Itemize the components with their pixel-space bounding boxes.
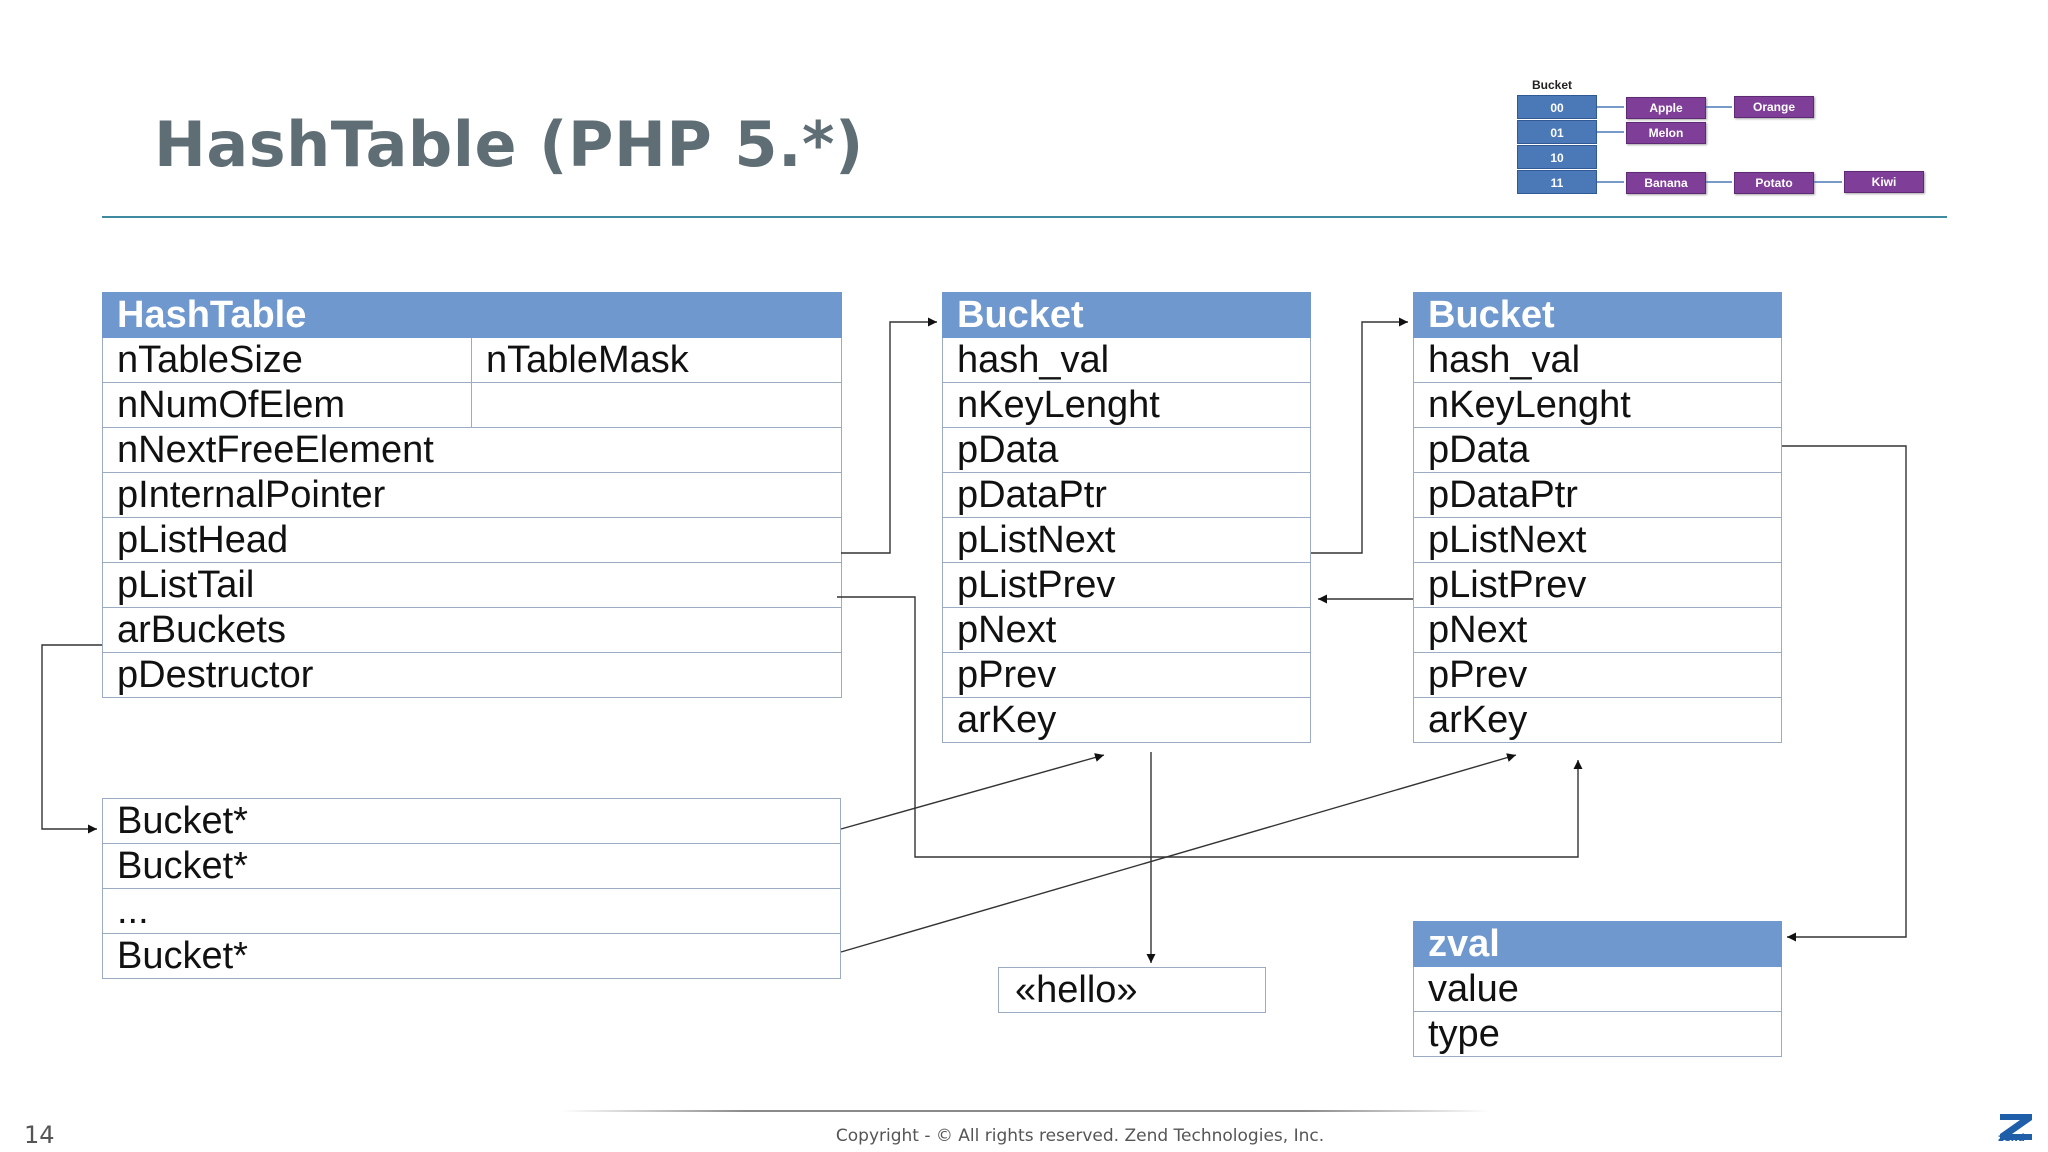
bucket-2-pprev: pPrev xyxy=(1413,652,1782,698)
bucket-2-arkey: arKey xyxy=(1413,697,1782,743)
bucket-2-plistprev: pListPrev xyxy=(1413,562,1782,608)
zval-struct: zval value type xyxy=(1413,921,1782,1057)
plisttail-arrow xyxy=(837,596,1583,858)
mini-item-apple: Apple xyxy=(1626,97,1706,119)
bucket-pointer-2-arrow xyxy=(840,753,1517,953)
bucket-pointer-row: Bucket* xyxy=(102,933,841,979)
bucket-pointer-array: Bucket* Bucket* ... Bucket* xyxy=(102,798,841,979)
plisthead-arrow xyxy=(841,317,937,554)
zval-header: zval xyxy=(1413,921,1782,967)
bucket-1-arkey: arKey xyxy=(942,697,1311,743)
mini-item-orange: Orange xyxy=(1734,96,1814,118)
arbuckets-arrow xyxy=(41,644,102,834)
copyright-text: Copyright - © All rights reserved. Zend … xyxy=(835,1126,1325,1146)
footer-divider xyxy=(560,1110,1490,1112)
zval-value: value xyxy=(1413,966,1782,1012)
field-pinternalpointer: pInternalPointer xyxy=(101,472,843,518)
bucket-1-pdata: pData xyxy=(942,427,1311,473)
slide-title: HashTable (PHP 5.*) xyxy=(154,108,864,181)
mini-bucket-00: 00 xyxy=(1517,95,1597,119)
field-plisthead: pListHead xyxy=(101,517,843,563)
bucket-struct-2: Bucket hash_val nKeyLenght pData pDataPt… xyxy=(1413,292,1782,743)
mini-diagram-arrows xyxy=(1597,106,1842,183)
field-pdestructor: pDestructor xyxy=(101,652,843,698)
mini-item-kiwi: Kiwi xyxy=(1844,171,1924,193)
field-plisttail: pListTail xyxy=(101,562,843,608)
bucket-2-hash-val: hash_val xyxy=(1413,337,1782,383)
bucket-pointer-1-arrow xyxy=(840,753,1105,830)
bucket-2-nkeylenght: nKeyLenght xyxy=(1413,382,1782,428)
empty-cell xyxy=(470,382,843,428)
bucket-struct-1: Bucket hash_val nKeyLenght pData pDataPt… xyxy=(942,292,1311,743)
mini-diagram-label: Bucket xyxy=(1532,78,1573,92)
mini-item-melon: Melon xyxy=(1626,122,1706,144)
mini-bucket-11: 11 xyxy=(1517,170,1597,194)
mini-item-potato: Potato xyxy=(1734,172,1814,194)
field-arbuckets: arBuckets xyxy=(101,607,843,653)
pdata-arrow xyxy=(1782,445,1907,942)
bucket-1-pnext: pNext xyxy=(942,607,1311,653)
bucket-1-pdataptr: pDataPtr xyxy=(942,472,1311,518)
hashtable-struct: HashTable nTableSize nTableMask nNumOfEl… xyxy=(101,292,843,698)
logo-wordmark: zend xyxy=(1998,1133,2025,1144)
bucket-2-pdataptr: pDataPtr xyxy=(1413,472,1782,518)
field-nnumofelem: nNumOfElem xyxy=(102,382,472,428)
bucket-2-plistnext: pListNext xyxy=(1413,517,1782,563)
plistnext-arrow xyxy=(1311,317,1408,554)
hashtable-header: HashTable xyxy=(101,292,843,338)
mini-bucket-10: 10 xyxy=(1517,145,1597,169)
bucket-1-pprev: pPrev xyxy=(942,652,1311,698)
zend-logo-icon xyxy=(2000,1114,2032,1140)
title-divider xyxy=(102,216,1947,218)
bucket-2-header: Bucket xyxy=(1413,292,1782,338)
mini-bucket-01: 01 xyxy=(1517,120,1597,144)
string-value-box: «hello» xyxy=(998,967,1266,1013)
bucket-1-plistnext: pListNext xyxy=(942,517,1311,563)
bucket-2-pnext: pNext xyxy=(1413,607,1782,653)
page-number: 14 xyxy=(24,1121,55,1149)
field-ntablemask: nTableMask xyxy=(470,337,843,383)
mini-item-banana: Banana xyxy=(1626,172,1706,194)
bucket-1-hash-val: hash_val xyxy=(942,337,1311,383)
field-nnextfreeelement: nNextFreeElement xyxy=(101,427,843,473)
zval-type: type xyxy=(1413,1011,1782,1057)
